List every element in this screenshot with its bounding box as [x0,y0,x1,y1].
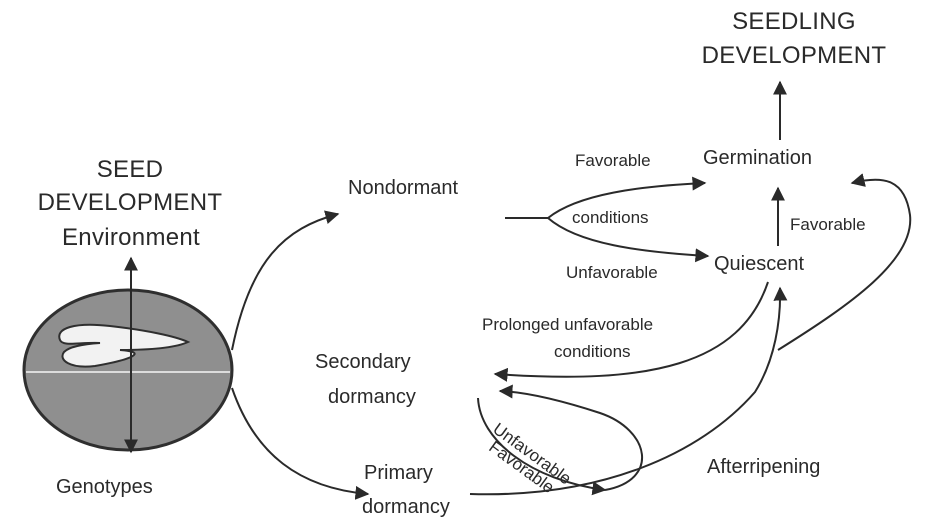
environment-label: Environment [61,224,201,251]
conditions-label: conditions [572,208,649,227]
seedling-title-line2: DEVELOPMENT [701,42,887,69]
favorable-right-label: Favorable [790,215,866,234]
germination-label: Germination [703,147,812,169]
afterripening-label: Afterripening [707,456,821,478]
seed-title-line1: SEED [96,156,164,183]
arrow-nondormant-to-germination [547,176,707,219]
arrow-primary-to-quiescent [469,286,788,496]
nondormant-label: Nondormant [348,177,459,199]
primary-dormancy-line1: Primary [364,462,433,484]
arrow-nondormant-to-quiescent [547,217,710,263]
embryo-shape [58,323,191,368]
primary-dormancy-line2: dormancy [362,496,450,518]
genotypes-label: Genotypes [56,476,153,498]
prolonged-line1: Prolonged unfavorable [482,315,654,334]
arrow-loop-to-secondary [498,384,644,491]
secondary-dormancy-line1: Secondary [315,351,411,373]
arrow-seed-to-primary [231,387,370,500]
favorable-top-label: Favorable [575,151,651,170]
secondary-dormancy-line2: dormancy [328,386,416,408]
unfavorable-label: Unfavorable [566,263,658,282]
quiescent-label: Quiescent [714,253,805,275]
prolonged-line2: conditions [554,342,631,361]
arrow-loop-to-primary [477,397,607,496]
arrow-seed-to-nondormant [231,210,340,351]
seed-shape [22,288,234,452]
arrow-afterripening-to-germination [777,173,912,351]
arrow-quiescent-to-secondary [493,281,769,382]
seed-title-line2: DEVELOPMENT [37,189,223,216]
seedling-title-line1: SEEDLING [732,8,856,35]
